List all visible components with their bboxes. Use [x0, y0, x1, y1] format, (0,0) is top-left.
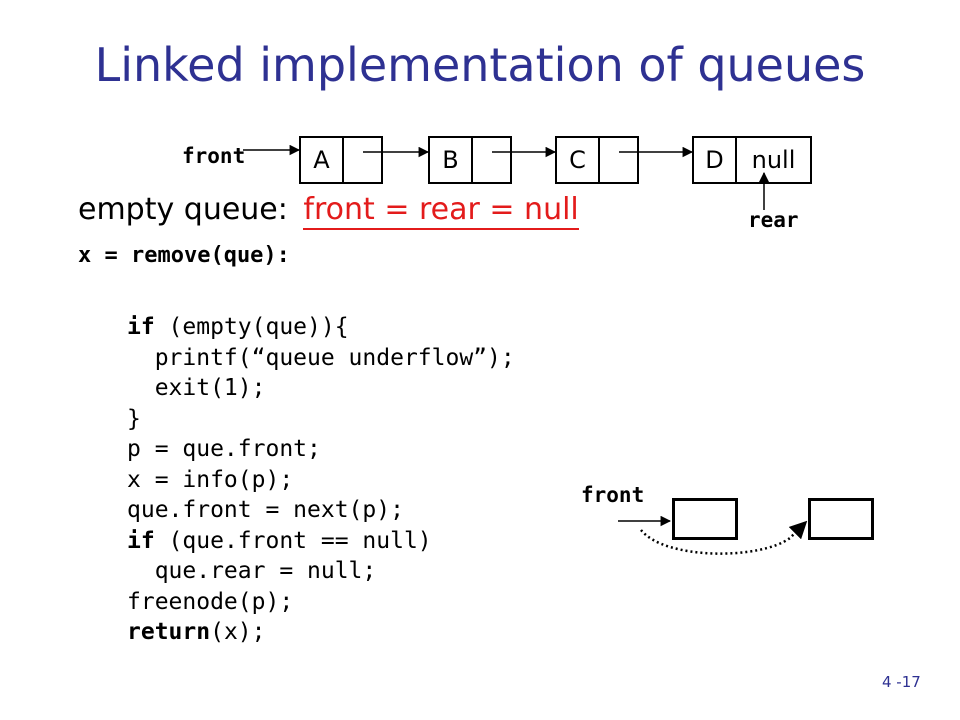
remove-signature: x = remove(que): [78, 243, 290, 268]
code-line: freenode(p); [127, 588, 294, 615]
next-node-box [808, 498, 874, 540]
front-label: front [581, 483, 645, 507]
code-line: exit(1); [127, 375, 266, 401]
rear-label: rear [748, 208, 799, 232]
node-info: B [430, 138, 473, 182]
node-next: null [751, 146, 796, 174]
node-info: C [557, 138, 600, 182]
empty-queue-condition: front = rear = null [303, 192, 579, 230]
code-line: que.front = next(p); [127, 497, 404, 523]
page-number: 4 -17 [882, 673, 921, 691]
removed-node-box [672, 498, 738, 540]
list-node: B [428, 136, 512, 184]
node-info: A [301, 138, 344, 182]
empty-queue-line: empty queue: front = rear = null [78, 192, 579, 230]
code-line: } [127, 405, 141, 432]
dotted-next-arrow [640, 520, 808, 555]
list-node: A [299, 136, 383, 184]
empty-queue-prefix: empty queue: [78, 192, 288, 227]
list-node: D null [692, 136, 812, 184]
code-line: que.rear = null; [127, 558, 377, 584]
code-line: return(x); [127, 619, 266, 645]
node-info: D [694, 138, 737, 182]
code-line: if (empty(que)){ [127, 314, 349, 340]
list-node: C [555, 136, 639, 184]
code-line: printf(“queue underflow”); [127, 344, 515, 371]
slide-title: Linked implementation of queues [94, 38, 866, 92]
code-line: x = info(p); [127, 466, 294, 493]
code-block: if (empty(que)){ printf(“queue underflow… [127, 312, 515, 648]
front-label: front [182, 144, 246, 168]
code-line: p = que.front; [127, 436, 321, 462]
code-line: if (que.front == null) [127, 527, 432, 554]
